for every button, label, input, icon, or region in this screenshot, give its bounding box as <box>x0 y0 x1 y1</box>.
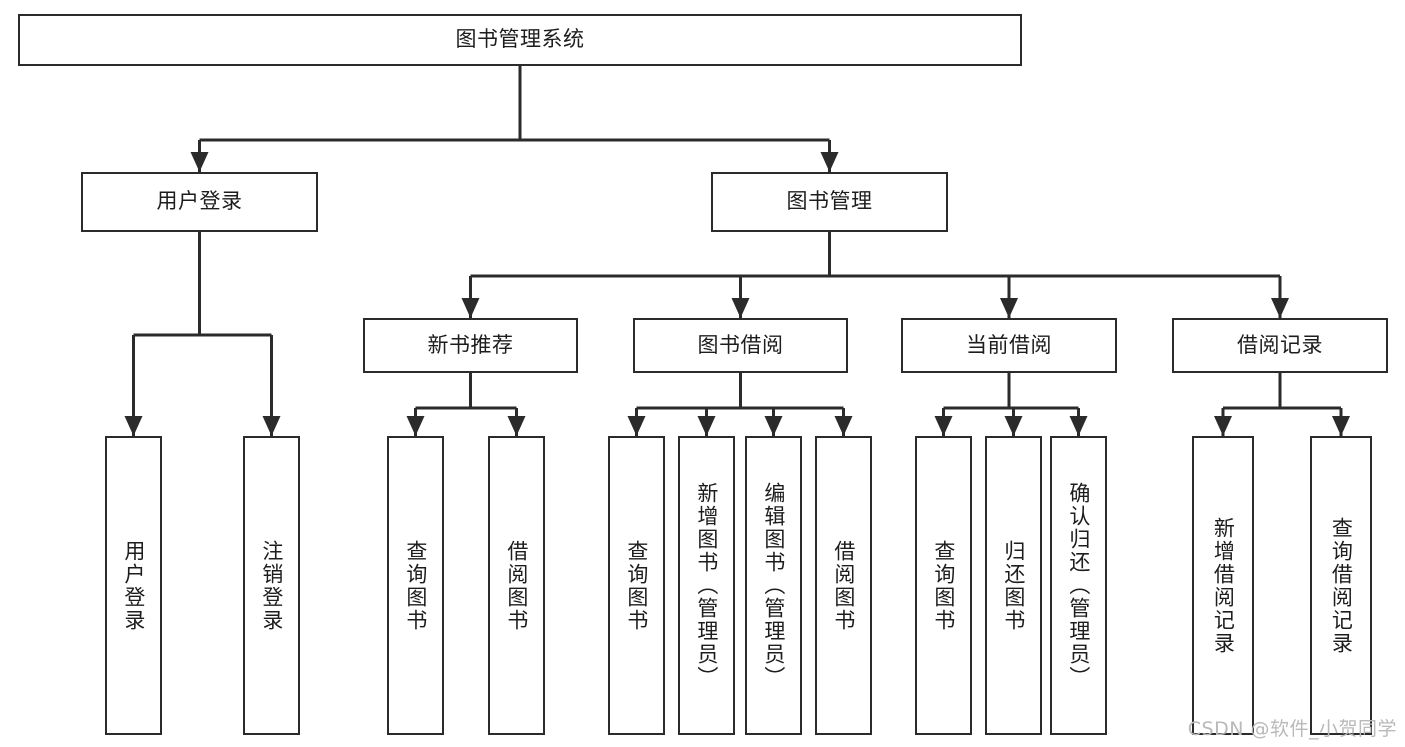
node-label: 编辑图书（管理员） <box>761 482 786 689</box>
node-label: 归还图书 <box>1001 539 1026 632</box>
leaf-add-book-admin[interactable]: 新增图书（管理员） <box>678 436 735 735</box>
node-label: 图书借阅 <box>697 332 784 357</box>
node-label: 借阅图书 <box>504 539 529 632</box>
node-root[interactable]: 图书管理系统 <box>18 14 1022 66</box>
leaf-query-book[interactable]: 查询图书 <box>608 436 665 735</box>
node-label: 用户登录 <box>121 539 146 632</box>
node-book-management[interactable]: 图书管理 <box>711 172 948 232</box>
node-borrow-record[interactable]: 借阅记录 <box>1172 318 1388 373</box>
leaf-user-logout[interactable]: 注销登录 <box>243 436 300 735</box>
node-label: 注销登录 <box>259 539 284 632</box>
leaf-query-borrow-record[interactable]: 查询借阅记录 <box>1310 436 1372 735</box>
node-label: 确认归还（管理员） <box>1066 482 1091 689</box>
leaf-query-book-recommend[interactable]: 查询图书 <box>387 436 444 735</box>
node-label: 用户登录 <box>156 189 243 214</box>
node-label: 图书管理 <box>786 189 873 214</box>
node-label: 新增图书（管理员） <box>694 482 719 689</box>
node-label: 图书管理系统 <box>455 27 585 52</box>
node-label: 借阅图书 <box>831 539 856 632</box>
leaf-return-book[interactable]: 归还图书 <box>985 436 1042 735</box>
node-book-borrow[interactable]: 图书借阅 <box>633 318 848 373</box>
leaf-query-book-current[interactable]: 查询图书 <box>915 436 972 735</box>
leaf-user-login[interactable]: 用户登录 <box>105 436 162 735</box>
node-new-book-recommend[interactable]: 新书推荐 <box>363 318 578 373</box>
node-label: 新书推荐 <box>427 332 514 357</box>
node-current-borrow[interactable]: 当前借阅 <box>901 318 1117 373</box>
node-user-login[interactable]: 用户登录 <box>81 172 318 232</box>
node-label: 借阅记录 <box>1237 332 1323 357</box>
node-label: 新增借阅记录 <box>1211 516 1236 655</box>
leaf-add-borrow-record[interactable]: 新增借阅记录 <box>1192 436 1254 735</box>
node-label: 查询图书 <box>624 539 649 632</box>
node-label: 查询借阅记录 <box>1329 516 1354 655</box>
leaf-edit-book-admin[interactable]: 编辑图书（管理员） <box>745 436 802 735</box>
node-label: 查询图书 <box>403 539 428 632</box>
node-label: 当前借阅 <box>966 332 1052 357</box>
node-label: 查询图书 <box>931 539 956 632</box>
leaf-confirm-return-admin[interactable]: 确认归还（管理员） <box>1050 436 1107 735</box>
leaf-borrow-book[interactable]: 借阅图书 <box>815 436 872 735</box>
leaf-borrow-book-recommend[interactable]: 借阅图书 <box>488 436 545 735</box>
